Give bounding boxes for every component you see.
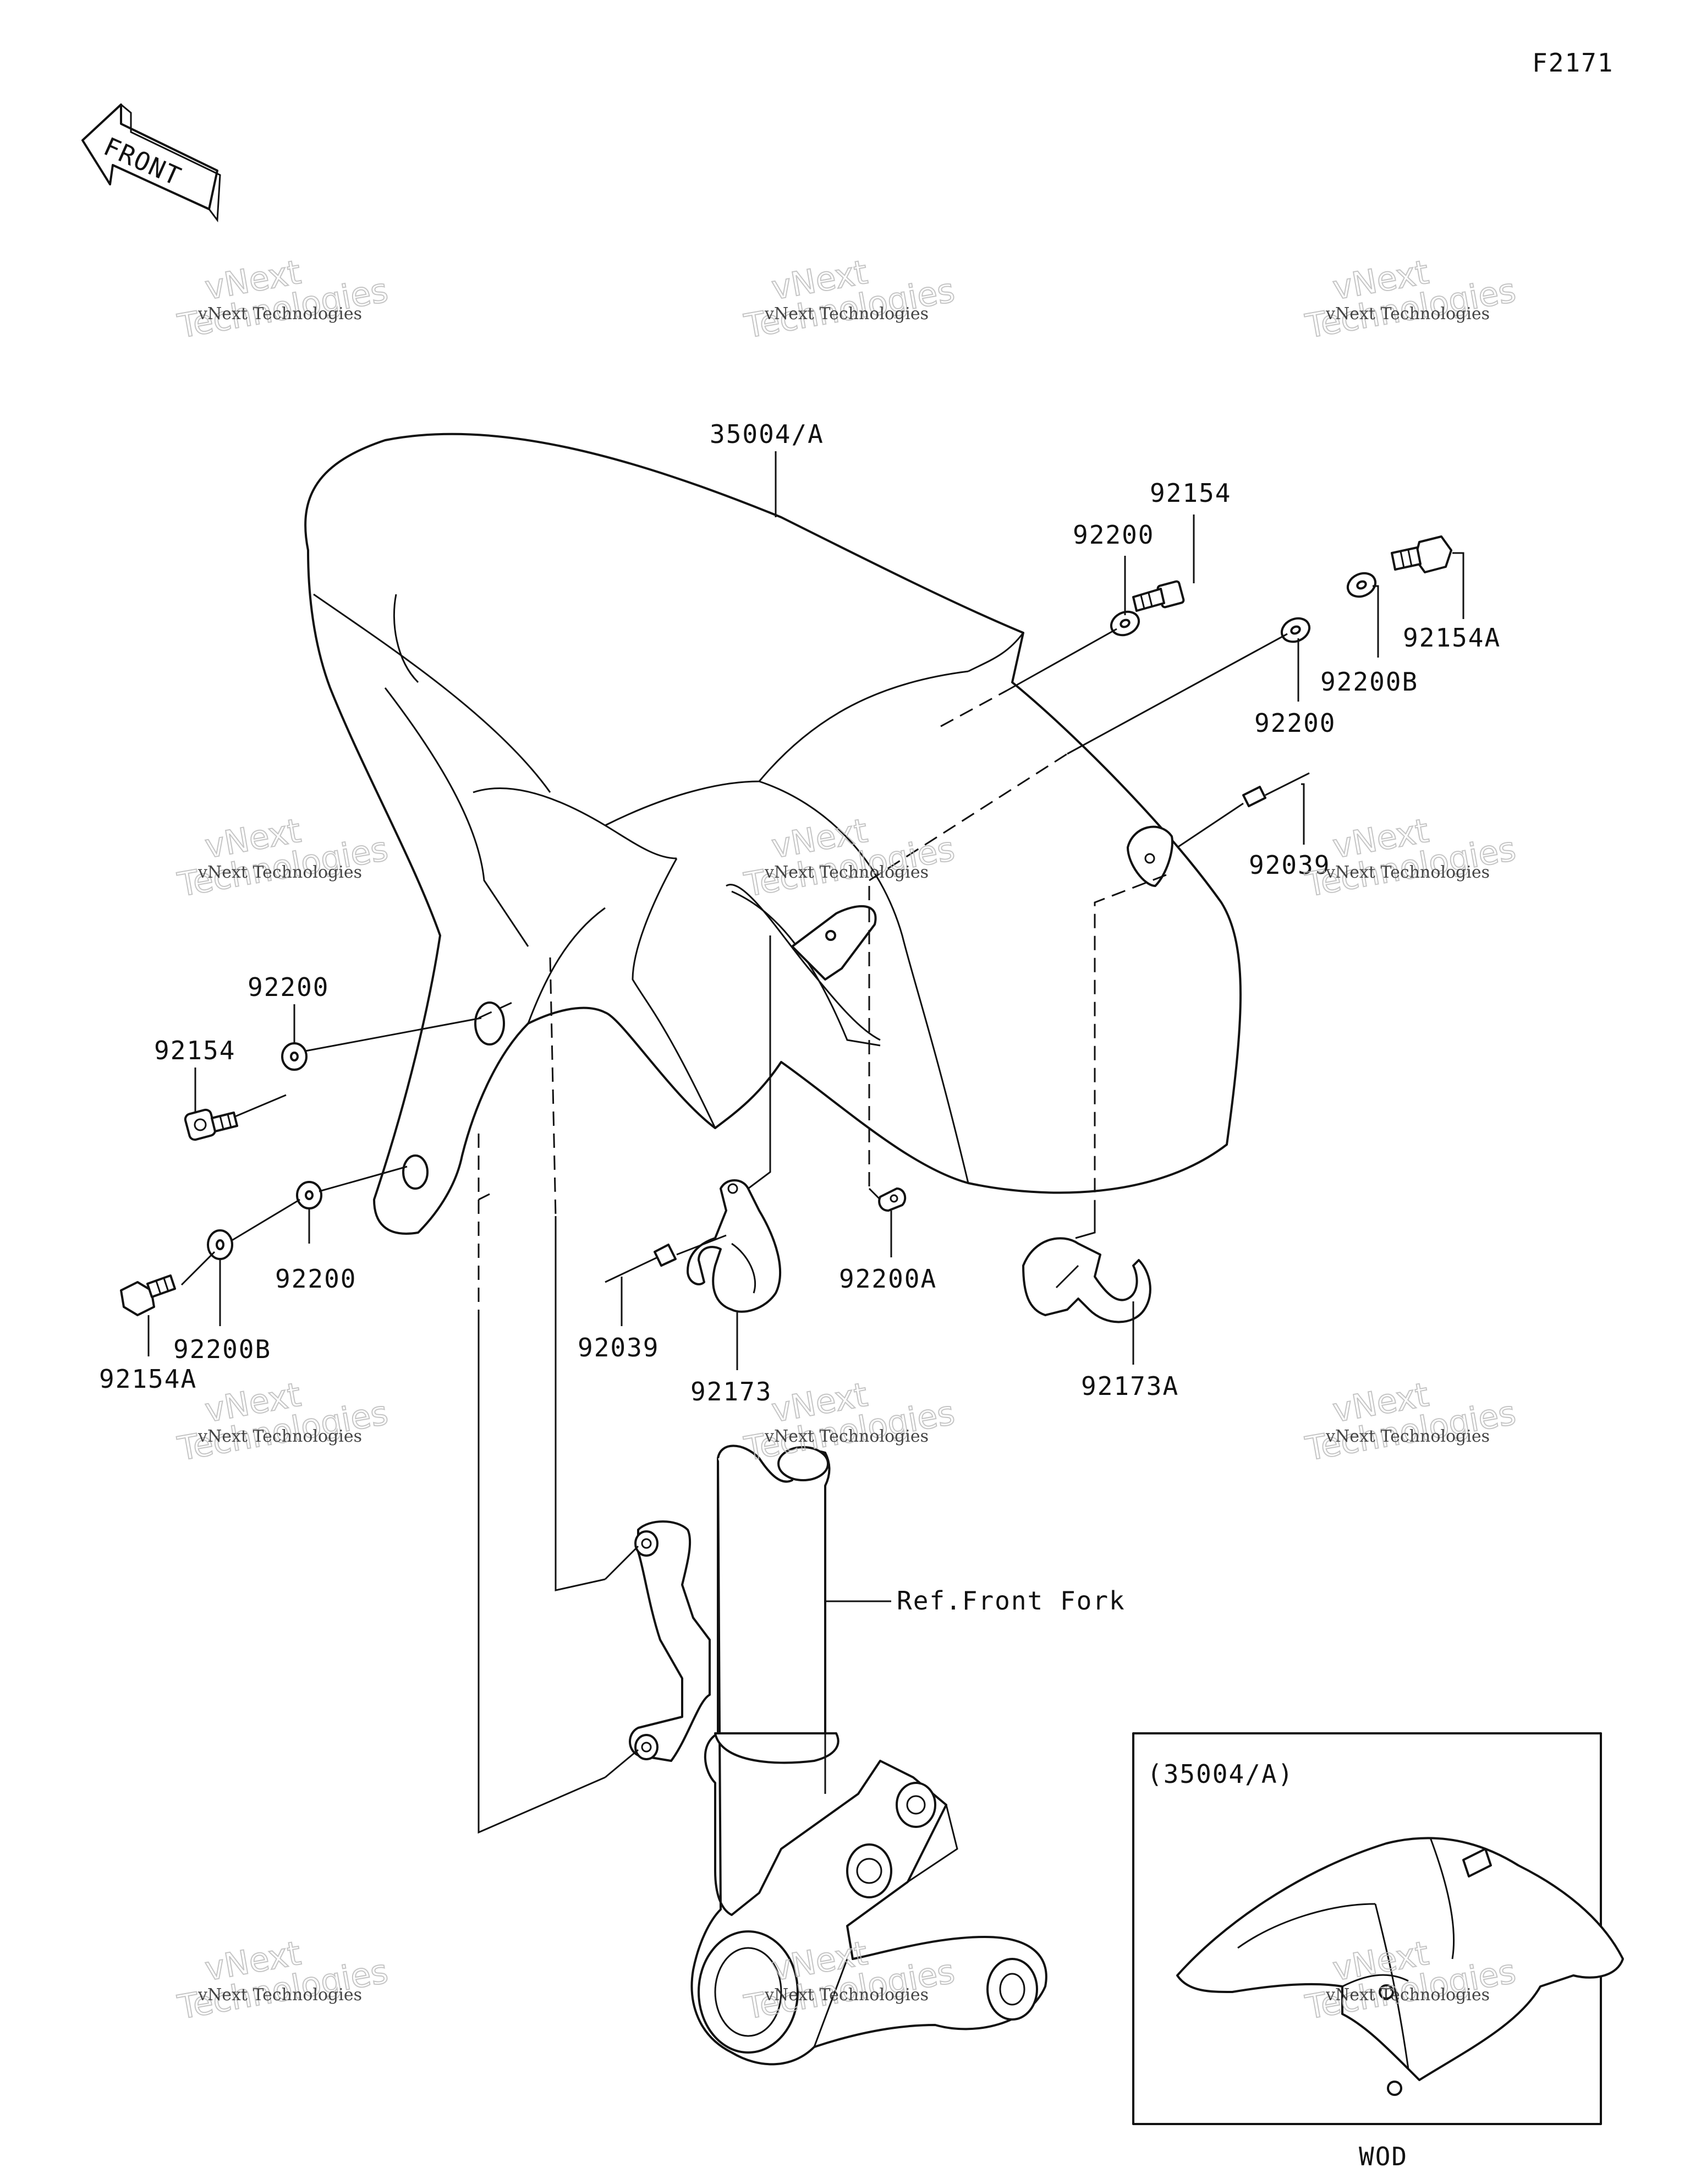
- label-92154-upper: 92154: [1150, 478, 1231, 508]
- label-35004A: 35004/A: [710, 419, 824, 449]
- svg-text:vNext Technologies: vNext Technologies: [197, 304, 362, 324]
- label-92200B-right: 92200B: [1320, 667, 1418, 697]
- bolt-92154A-left: [120, 1274, 176, 1316]
- label-92154-left: 92154: [154, 1036, 235, 1065]
- label-92173A: 92173A: [1081, 1371, 1179, 1401]
- label-92154A-left: 92154A: [99, 1364, 197, 1394]
- watermark: vNext Technologies vNext Technologies: [1302, 1375, 1519, 1469]
- bolt-92154-upper: [1132, 580, 1185, 612]
- rivet-92039-right: [1242, 772, 1310, 807]
- washer-92200-upper: [1110, 610, 1140, 637]
- clamp-92173: [687, 1179, 781, 1313]
- watermark: vNext Technologies vNext Technologies: [174, 253, 392, 347]
- svg-text:vNext Technologies: vNext Technologies: [764, 1985, 929, 2005]
- svg-text:vNext Technologies: vNext Technologies: [764, 304, 929, 324]
- watermark: vNext Technologies vNext Technologies: [174, 1934, 392, 2028]
- front-arrow-icon: FRONT: [81, 103, 221, 223]
- watermark: vNext Technologies vNext Technologies: [174, 811, 392, 905]
- label-92039-left: 92039: [578, 1333, 659, 1362]
- svg-text:vNext Technologies: vNext Technologies: [197, 1427, 362, 1446]
- inset-panel: (35004/A) WOD: [1132, 1732, 1624, 2171]
- washer-92200B-right: [1346, 572, 1377, 598]
- leader-lines: [147, 451, 1464, 1834]
- watermark: vNext Technologies vNext Technologies: [1302, 811, 1519, 905]
- part-labels: 35004/A 92154 92200 92154A 92200B 92200 …: [99, 419, 1501, 1616]
- svg-text:vNext Technologies: vNext Technologies: [1325, 863, 1490, 882]
- label-92200-left-lower: 92200: [275, 1264, 356, 1294]
- label-92200B-left: 92200B: [173, 1334, 271, 1364]
- washer-92200-left-lower: [296, 1181, 322, 1209]
- label-ref-front-fork: Ref.Front Fork: [897, 1586, 1126, 1616]
- label-92200-left-upper: 92200: [248, 972, 329, 1002]
- svg-text:vNext Technologies: vNext Technologies: [1325, 1985, 1490, 2005]
- svg-text:vNext Technologies: vNext Technologies: [197, 863, 362, 882]
- label-92200-upper: 92200: [1073, 520, 1154, 550]
- label-92039-right: 92039: [1249, 850, 1330, 880]
- rivet-92039-left: [605, 1244, 677, 1283]
- svg-text:vNext Technologies: vNext Technologies: [764, 863, 929, 882]
- watermark: vNext Technologies vNext Technologies: [741, 1934, 958, 2028]
- watermark: vNext Technologies vNext Technologies: [741, 253, 958, 347]
- clamp-92173A: [1022, 1237, 1151, 1323]
- svg-text:vNext Technologies: vNext Technologies: [764, 1427, 929, 1446]
- washer-92200-left-upper: [281, 1042, 308, 1071]
- bolt-92154A-right: [1391, 535, 1452, 573]
- washer-92200A: [878, 1187, 907, 1212]
- svg-text:vNext Technologies: vNext Technologies: [1325, 304, 1490, 324]
- label-92173: 92173: [690, 1377, 772, 1406]
- label-92154A-right: 92154A: [1403, 623, 1501, 653]
- watermark: vNext Technologies vNext Technologies: [741, 1375, 958, 1469]
- inset-fender: [1176, 1837, 1624, 2096]
- front-fork: [629, 1444, 1047, 2066]
- svg-text:vNext Technologies: vNext Technologies: [1325, 1427, 1490, 1446]
- inset-caption: WOD: [1359, 2142, 1408, 2171]
- front-fender: [304, 433, 1242, 1235]
- bolt-92154-left: [184, 1108, 238, 1141]
- watermark: vNext Technologies vNext Technologies: [174, 1375, 392, 1469]
- label-92200A: 92200A: [839, 1264, 937, 1294]
- label-92200-right: 92200: [1254, 708, 1336, 738]
- watermark: vNext Technologies vNext Technologies: [1302, 253, 1519, 347]
- diagram-id: F2171: [1532, 48, 1614, 78]
- washer-92200-right: [1280, 617, 1311, 643]
- svg-text:vNext Technologies: vNext Technologies: [197, 1985, 362, 2005]
- inset-title: (35004/A): [1147, 1759, 1294, 1789]
